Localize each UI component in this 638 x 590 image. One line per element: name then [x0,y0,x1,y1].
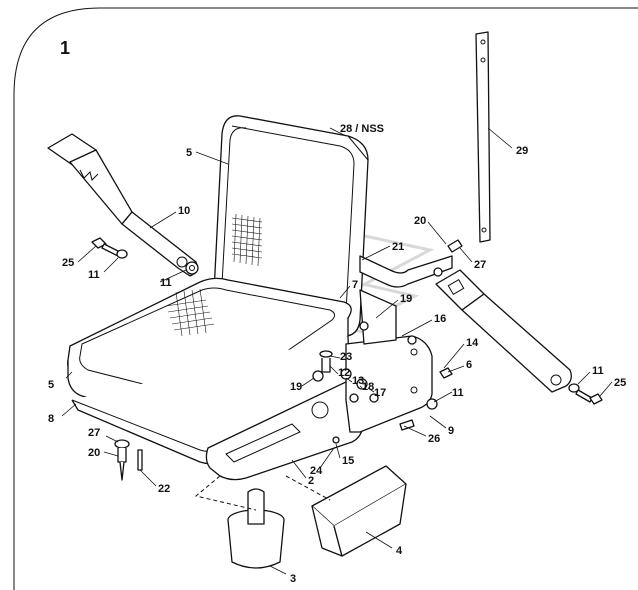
hardware [114,239,463,481]
right-bolt [568,383,603,405]
callout-6: 6 [466,359,472,371]
callout-5-seat: 5 [48,379,54,391]
tether-strap [475,31,491,243]
callout-7: 7 [352,279,358,291]
callout-20-top: 20 [414,215,426,227]
callout-19-lower: 19 [290,381,302,393]
callout-14: 14 [466,337,479,349]
callout-22: 22 [158,483,170,495]
callout-2: 2 [308,475,314,487]
callout-11-left-washer: 11 [88,269,100,281]
cup-holder [227,488,285,569]
callout-9: 9 [448,425,454,437]
callout-27-bottom: 27 [88,427,100,439]
callout-8: 8 [48,413,54,425]
left-bolt [91,237,128,259]
storage-tray [311,465,407,557]
callout-23: 23 [340,351,352,363]
dashed-guide-tray [285,475,331,501]
callout-28-nss: 28 / NSS [340,123,384,135]
callout-17: 17 [374,387,386,399]
backrest [213,115,369,337]
callout-4: 4 [396,545,403,557]
callout-11-left-belt: 11 [160,277,172,289]
figure-number: 1 [60,38,70,58]
callout-21: 21 [392,241,404,253]
callout-3: 3 [290,573,296,585]
callout-26: 26 [428,433,440,445]
callout-18: 18 [362,381,374,393]
seat-mesh-label [165,288,215,337]
right-seat-belt [435,269,572,393]
callout-11-right-bracket: 11 [452,387,464,399]
callout-15: 15 [342,455,354,467]
callout-12: 12 [338,367,350,379]
callout-24: 24 [310,465,323,477]
callout-25-left: 25 [62,257,74,269]
callout-10: 10 [178,205,190,217]
callout-13: 13 [352,375,364,387]
left-seat-belt [47,133,199,277]
callout-20-bottom: 20 [88,447,100,459]
dashed-guide-cup [194,475,257,511]
callout-29: 29 [516,145,528,157]
callout-16: 16 [434,313,446,325]
callout-27-top: 27 [474,259,486,271]
callout-19-upper: 19 [400,293,412,305]
leader-lines [61,127,613,575]
callout-25-right: 25 [614,377,626,389]
side-bracket [311,335,433,433]
callout-5-backrest: 5 [186,147,192,159]
frame-border [13,7,638,590]
backrest-mesh-label [231,213,263,267]
callout-11-right-belt: 11 [592,365,604,377]
